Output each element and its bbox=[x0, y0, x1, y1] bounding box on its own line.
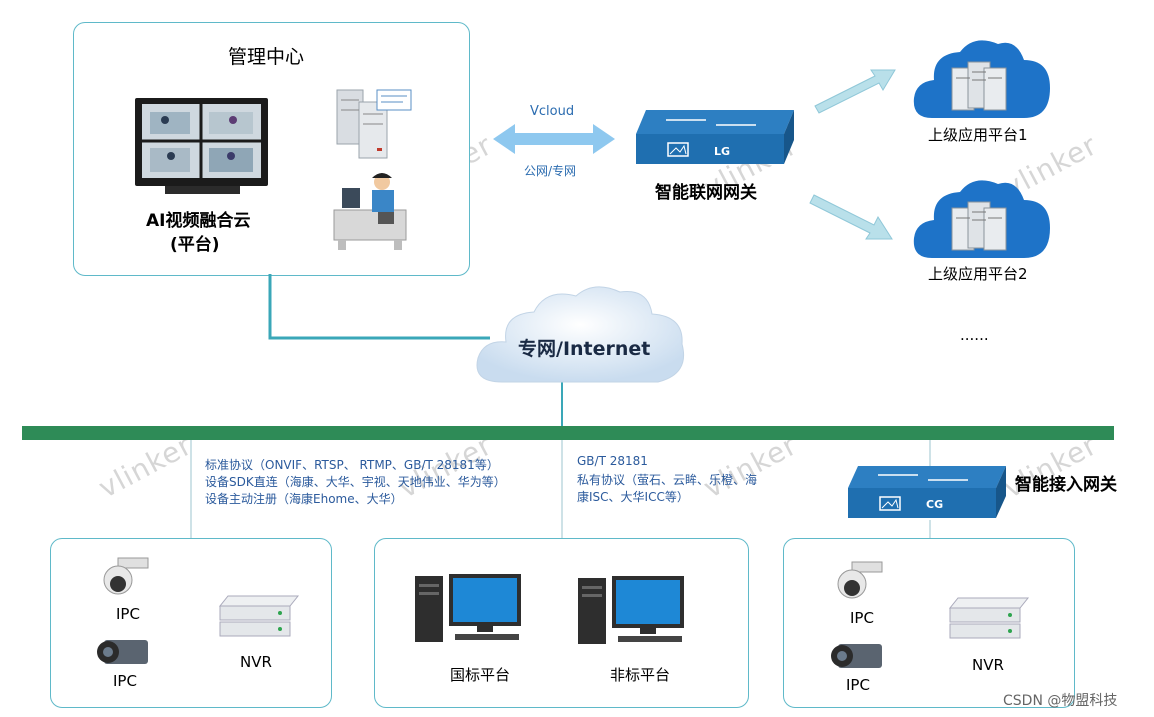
lg-gateway-icon bbox=[636, 110, 794, 164]
public-private-network-label: 公网/专网 bbox=[524, 164, 577, 178]
cloud-server-icon bbox=[913, 40, 1050, 118]
ipc-label: IPC bbox=[850, 609, 874, 627]
video-wall-monitor-icon bbox=[135, 98, 268, 194]
cloud-server-icon bbox=[913, 180, 1050, 258]
lg-badge: LG bbox=[714, 145, 731, 158]
protocol-left-line: 标准协议（ONVIF、RTSP、 RTMP、GB/T 28181等） bbox=[205, 458, 499, 472]
more-platforms-ellipsis: ...... bbox=[960, 326, 989, 344]
bullet-camera-icon bbox=[831, 644, 882, 668]
internet-cloud-label: 专网/Internet bbox=[518, 338, 651, 360]
ai-cloud-label-line2: (平台) bbox=[170, 235, 220, 255]
ipc-label: IPC bbox=[846, 676, 870, 694]
internet-cloud-icon bbox=[476, 286, 684, 383]
protocol-left-line: 设备主动注册（海康Ehome、大华） bbox=[205, 492, 403, 506]
arrow-to-platform2-icon bbox=[809, 194, 893, 240]
device-box-right bbox=[783, 538, 1075, 708]
lg-gateway-title: 智能联网网关 bbox=[655, 183, 757, 203]
nvr-icon bbox=[948, 597, 1030, 639]
protocol-mid-line: 康ISC、大华ICC等） bbox=[577, 490, 689, 504]
cg-badge: CG bbox=[926, 498, 944, 511]
non-gb-platform-computer-icon bbox=[578, 576, 684, 644]
vcloud-label: Vcloud bbox=[530, 104, 575, 119]
management-center-title: 管理中心 bbox=[228, 46, 305, 68]
protocol-mid-line: GB/T 28181 bbox=[577, 454, 648, 468]
dome-camera-icon bbox=[103, 557, 149, 595]
bidirectional-arrow-icon bbox=[493, 124, 615, 154]
nvr-icon bbox=[218, 595, 300, 637]
non-gb-platform-label: 非标平台 bbox=[610, 666, 671, 684]
gb-platform-computer-icon bbox=[415, 574, 521, 642]
nvr-label: NVR bbox=[972, 656, 1004, 674]
platform1-label: 上级应用平台1 bbox=[928, 126, 1028, 144]
platform2-label: 上级应用平台2 bbox=[928, 265, 1028, 283]
network-bus-bar bbox=[22, 426, 1114, 440]
protocol-left-line: 设备SDK直连（海康、大华、宇视、天地伟业、华为等） bbox=[205, 475, 506, 489]
nvr-label: NVR bbox=[240, 653, 272, 671]
ai-cloud-label-line1: AI视频融合云 bbox=[146, 211, 251, 231]
ipc-label: IPC bbox=[113, 672, 137, 690]
csdn-credit: CSDN @物盟科技 bbox=[1003, 693, 1118, 709]
dome-camera-icon bbox=[837, 561, 883, 599]
cg-gateway-title: 智能接入网关 bbox=[1015, 475, 1117, 495]
operator-desk-icon bbox=[333, 173, 407, 250]
gb-platform-label: 国标平台 bbox=[450, 666, 511, 684]
protocol-mid-line: 私有协议（萤石、云眸、乐橙、海 bbox=[577, 473, 758, 487]
bullet-camera-icon bbox=[97, 640, 148, 664]
ipc-label: IPC bbox=[116, 605, 140, 623]
server-icon bbox=[336, 89, 412, 159]
cg-gateway-icon bbox=[848, 466, 1006, 518]
arrow-to-platform1-icon bbox=[814, 69, 896, 114]
